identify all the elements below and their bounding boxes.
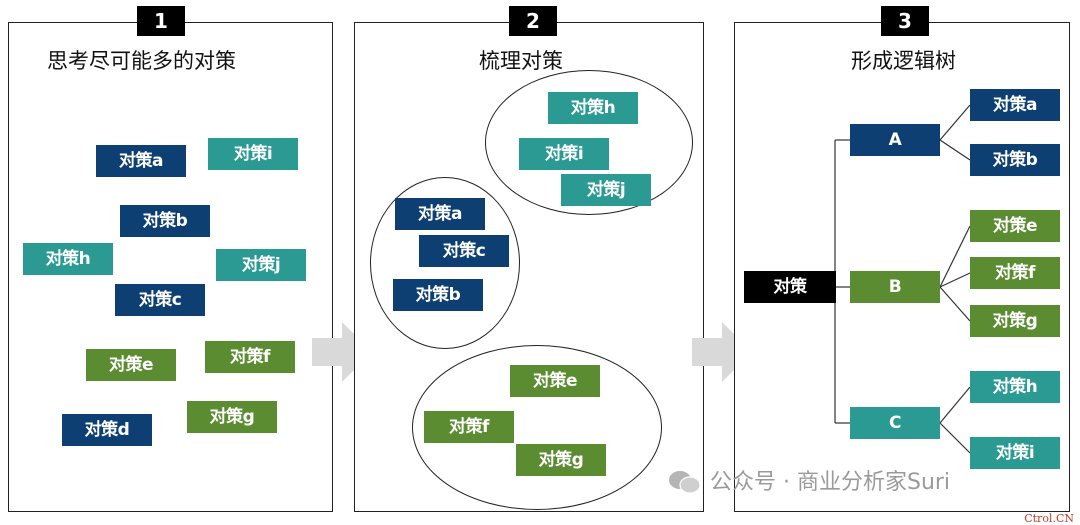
tree-leaf: 对策a: [970, 89, 1060, 121]
watermark-text: 公众号 · 商业分析家Suri: [710, 470, 951, 495]
measure-box: 对策g: [187, 401, 277, 433]
panel-brainstorm: 思考尽可能多的对策 对策a 对策i 对策b 对策h 对策j 对策c 对策e 对策…: [8, 22, 333, 512]
step-number-2: 2: [509, 6, 557, 36]
measure-box: 对策j: [561, 174, 651, 206]
panel-logic-tree: 形成逻辑树 对策 A B C 对策a 对策b 对策e 对策f 对策g 对策h 对…: [734, 22, 1070, 512]
measure-box: 对策e: [86, 349, 176, 381]
group-ellipse-top: [485, 70, 693, 215]
tree-leaf: 对策h: [970, 371, 1060, 403]
measure-box: 对策b: [120, 205, 210, 237]
wechat-icon: [669, 471, 701, 494]
group-ellipse-bottom: [412, 345, 662, 510]
measure-box: 对策e: [510, 365, 600, 397]
panel-title: 形成逻辑树: [851, 49, 956, 73]
measure-box: 对策f: [424, 411, 514, 443]
group-ellipse-left: [370, 177, 520, 349]
measure-box: 对策b: [393, 279, 483, 311]
tree-leaf: 对策g: [970, 305, 1060, 337]
tree-leaf: 对策b: [970, 144, 1060, 176]
measure-box: 对策j: [216, 249, 306, 281]
measure-box: 对策a: [96, 145, 186, 177]
tree-root: 对策: [744, 271, 836, 303]
measure-box: 对策h: [548, 92, 638, 124]
measure-box: 对策i: [208, 138, 298, 170]
measure-box: 对策i: [519, 138, 609, 170]
measure-box: 对策d: [62, 414, 152, 446]
measure-box: 对策a: [395, 198, 485, 230]
panel-organize: 梳理对策 对策h 对策i 对策j 对策a 对策c 对策b 对策e 对策f 对策g: [354, 22, 704, 512]
tree-leaf: 对策e: [970, 210, 1060, 242]
footer-credit: Ctrol.CN: [1024, 512, 1074, 525]
panel-title: 思考尽可能多的对策: [47, 49, 236, 73]
measure-box: 对策f: [205, 341, 295, 373]
step-number-1: 1: [137, 6, 185, 36]
measure-box: 对策c: [419, 235, 509, 267]
tree-leaf: 对策i: [970, 437, 1060, 469]
tree-branch-b: B: [850, 271, 940, 303]
tree-leaf: 对策f: [970, 257, 1060, 289]
measure-box: 对策h: [23, 243, 113, 275]
measure-box: 对策c: [115, 284, 205, 316]
tree-branch-c: C: [850, 407, 940, 439]
panel-title: 梳理对策: [479, 49, 563, 73]
step-number-3: 3: [881, 6, 929, 36]
tree-branch-a: A: [850, 124, 940, 156]
measure-box: 对策g: [516, 444, 606, 476]
tree-connectors: [834, 104, 971, 454]
